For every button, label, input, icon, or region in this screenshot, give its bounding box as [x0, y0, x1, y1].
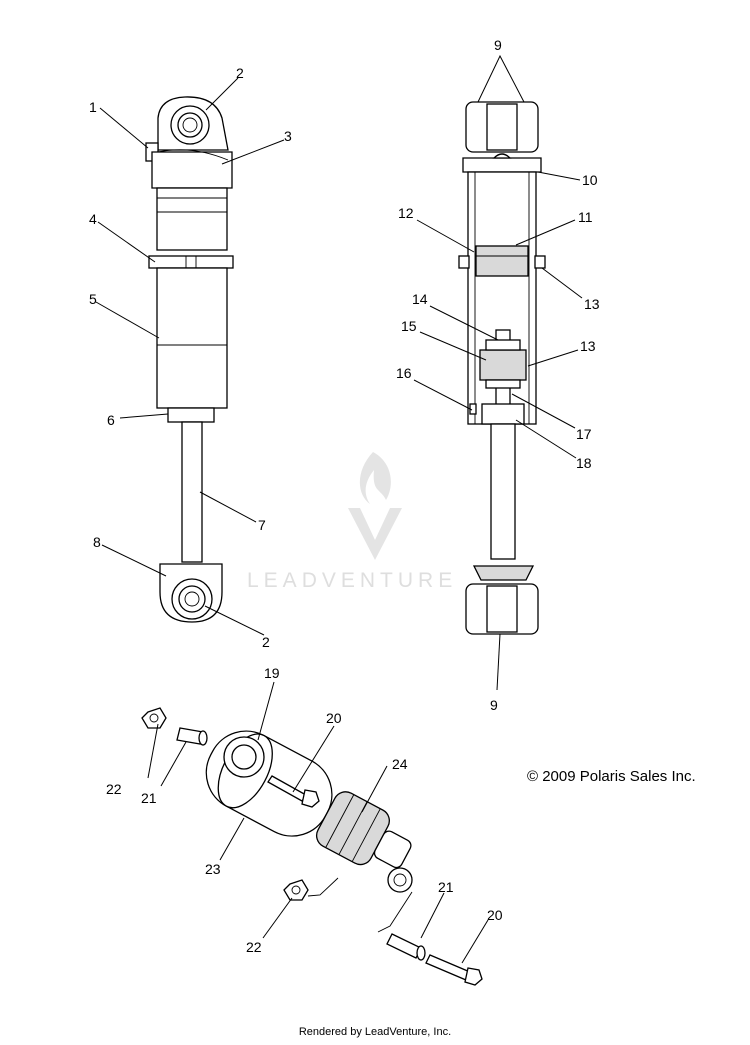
callout-20-lower: 20: [487, 907, 503, 923]
callout-1: 1: [89, 99, 97, 115]
nut-bottom: [283, 879, 309, 901]
floating-piston: [475, 245, 529, 277]
callout-9-top: 9: [494, 37, 502, 53]
callout-8: 8: [93, 534, 101, 550]
callout-24: 24: [392, 756, 408, 772]
callout-4: 4: [89, 211, 97, 227]
callout-20: 20: [326, 710, 342, 726]
callout-10: 10: [582, 172, 598, 188]
callout-19: 19: [264, 665, 280, 681]
callout-18: 18: [576, 455, 592, 471]
shock-exploded-view: [141, 707, 483, 986]
main-body: [156, 267, 228, 409]
callout-2: 2: [236, 65, 244, 81]
cross-section-rod: [490, 423, 516, 560]
shaft: [181, 421, 203, 563]
leader-lines: [95, 54, 583, 964]
main-piston: [479, 349, 527, 381]
spacer-top: [176, 727, 204, 745]
callout-3: 3: [284, 128, 292, 144]
exploded-bottom-eye: [387, 867, 413, 893]
callout-21-lower: 21: [438, 879, 454, 895]
adjuster-collar: [148, 255, 234, 269]
bolt-bottom: [425, 954, 471, 981]
leadventure-watermark: LEADVENTURE: [247, 452, 457, 592]
callout-22-lower: 22: [246, 939, 262, 955]
shock-assembled-view: [145, 96, 234, 623]
callout-9-bottom: 9: [490, 697, 498, 713]
callout-12: 12: [398, 205, 414, 221]
callout-15: 15: [401, 318, 417, 334]
rod-seal: [167, 407, 215, 423]
nut-top: [141, 707, 167, 729]
callout-22: 22: [106, 781, 122, 797]
callout-13-lower: 13: [580, 338, 596, 354]
callout-7: 7: [258, 517, 266, 533]
callout-13: 13: [584, 296, 600, 312]
callout-17: 17: [576, 426, 592, 442]
callouts: 1 2 3 4 5 6 7 8 2 9 10 11 12 13 14 15 13…: [89, 37, 600, 955]
callout-23: 23: [205, 861, 221, 877]
callout-16: 16: [396, 365, 412, 381]
spacer-bottom: [386, 933, 422, 959]
watermark-text: LEADVENTURE: [247, 569, 457, 592]
callout-2-bottom: 2: [262, 634, 270, 650]
callout-21: 21: [141, 790, 157, 806]
footer-credit: Rendered by LeadVenture, Inc.: [298, 1026, 452, 1038]
callout-14: 14: [412, 291, 428, 307]
callout-5: 5: [89, 291, 97, 307]
shock-cross-section-view: [458, 101, 546, 635]
callout-11: 11: [578, 209, 593, 225]
callout-6: 6: [107, 412, 115, 428]
copyright-notice: © 2009 Polaris Sales Inc.: [527, 768, 696, 785]
body-cap: [151, 151, 233, 189]
upper-body: [156, 187, 228, 251]
